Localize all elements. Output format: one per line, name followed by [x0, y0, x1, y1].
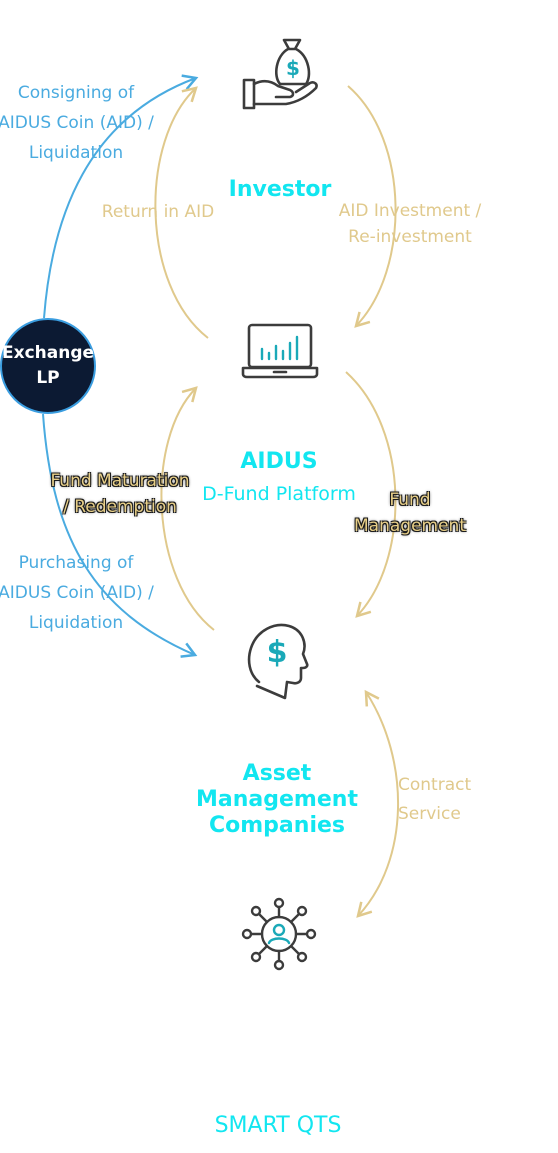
- aid-investment-label: AID Investment / Re-investment: [338, 201, 482, 247]
- purchasing-label: Purchasing of AIDUS Coin (AID) / Liquida…: [0, 553, 154, 633]
- asset-management-label: Asset Management Companies: [196, 761, 358, 838]
- fund-management-arrow: [345, 371, 397, 618]
- svg-text:$: $: [267, 635, 288, 670]
- fund-maturation-arrow: [160, 386, 215, 631]
- consigning-arrow: [43, 74, 199, 319]
- fund-maturation-label: Fund Maturation / Redemption: [50, 471, 190, 517]
- money-bag-hand-icon: $: [242, 38, 318, 110]
- aidus-title: AIDUS: [240, 449, 318, 474]
- consigning-label: Consigning of AIDUS Coin (AID) / Liquida…: [0, 83, 154, 163]
- return-aid-label: Return in AID: [101, 202, 215, 222]
- exchange-label: Exchange: [1, 343, 95, 363]
- head-dollar-icon: $: [247, 623, 309, 700]
- investor-label: Investor: [228, 177, 332, 202]
- smart-qts-label: SMART QTS: [214, 1113, 342, 1138]
- exchange-lp-node: Exchange LP: [0, 318, 96, 414]
- contract-service-label: Contract Service: [398, 775, 472, 824]
- return-aid-arrow: [154, 86, 209, 339]
- network-user-icon: [241, 897, 317, 971]
- svg-text:$: $: [286, 56, 300, 80]
- fund-management-label: Fund Management: [354, 490, 466, 536]
- aid-investment-arrow: [347, 85, 397, 328]
- contract-service-arrow: [356, 689, 400, 918]
- laptop-chart-icon: [241, 323, 319, 379]
- purchasing-arrow: [42, 413, 198, 658]
- exchange-lp-label: LP: [36, 368, 60, 388]
- dfund-platform-label: D-Fund Platform: [202, 483, 356, 505]
